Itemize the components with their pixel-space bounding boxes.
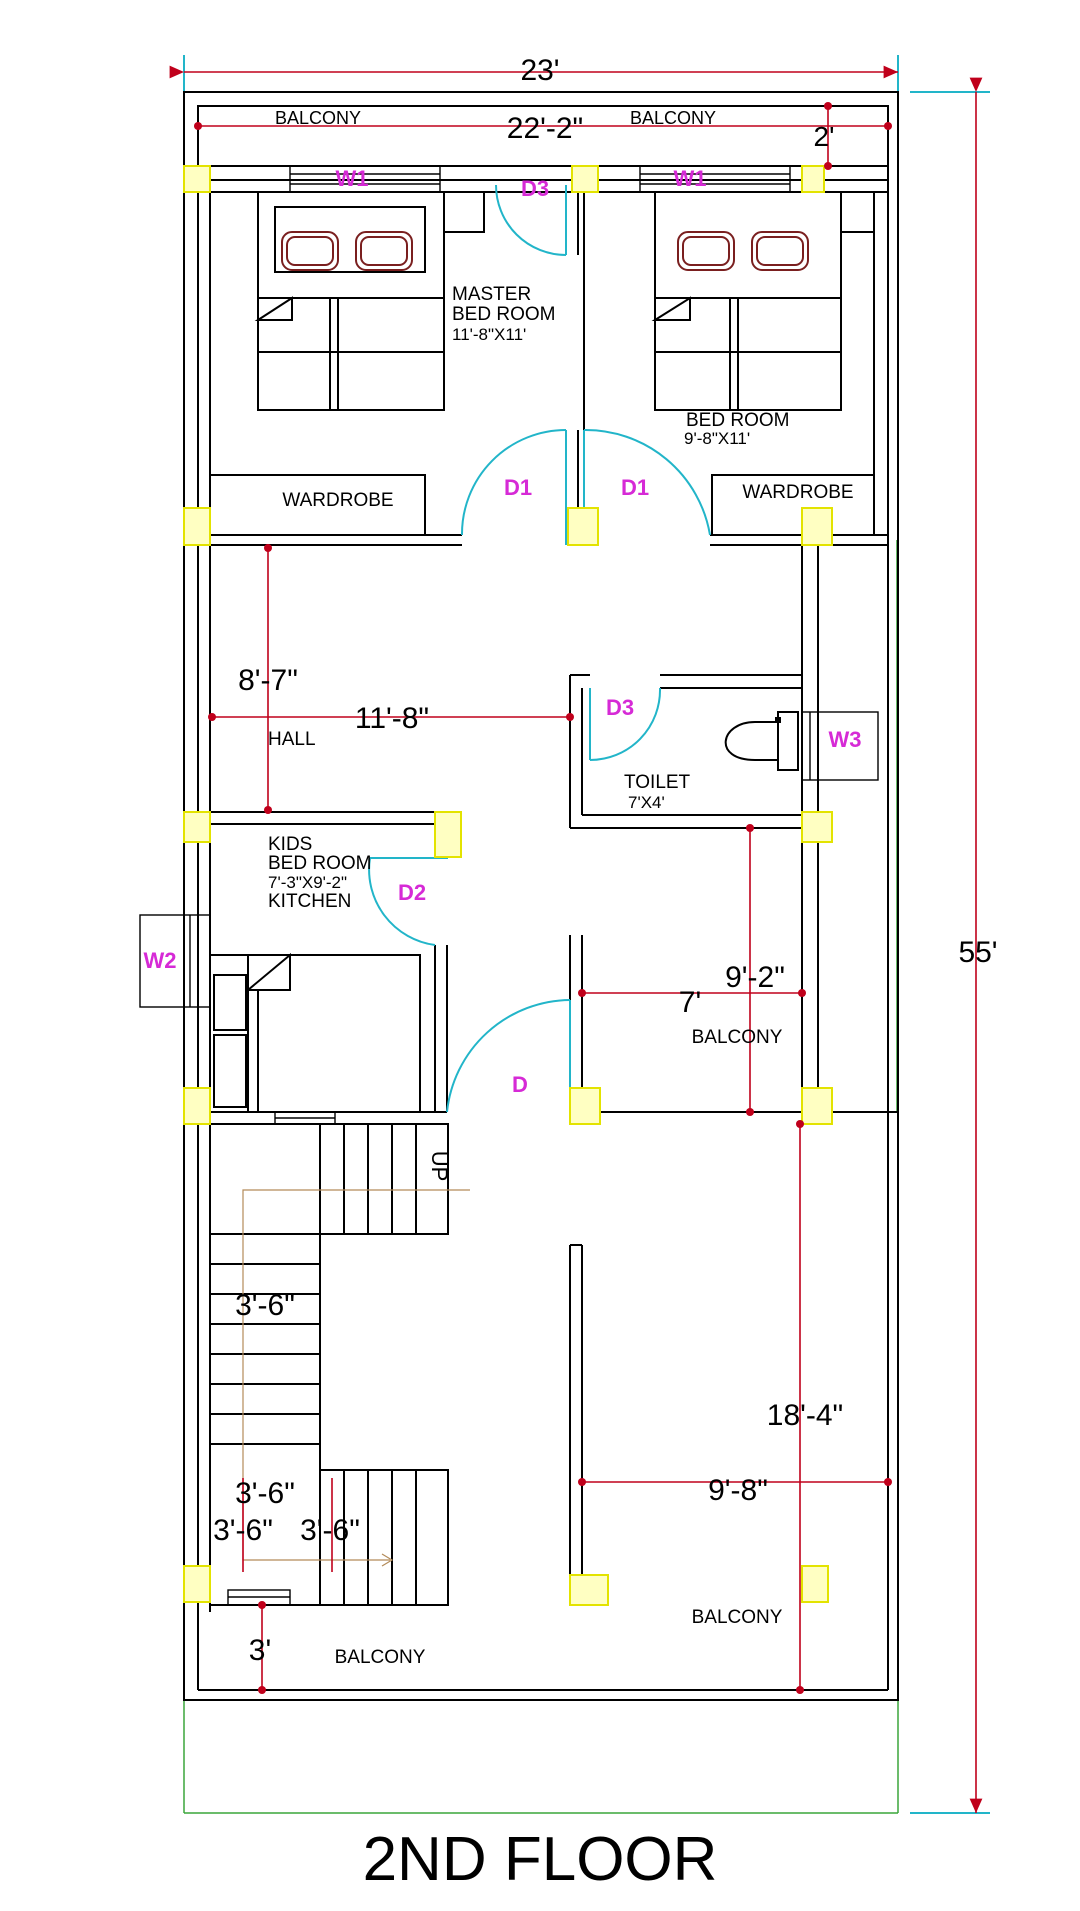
master-bed-furniture	[254, 191, 485, 411]
main-door-label: D	[512, 1072, 528, 1097]
w3-label: W3	[829, 727, 862, 752]
stair-up-label: UP	[427, 1151, 452, 1182]
balcony-top-left-label: BALCONY	[275, 108, 361, 128]
window-w1-right	[639, 165, 791, 193]
w1-left-label: W1	[336, 166, 369, 191]
dim-stair-b: 3'-6"	[235, 1477, 295, 1510]
dim-mid-balcony-width: 7'	[679, 986, 701, 1019]
kids-size: 7'-3"X9'-2"	[268, 873, 347, 892]
dim-right-balcony-height: 18'-4"	[767, 1399, 843, 1432]
dim-balcony-depth: 2'	[814, 121, 835, 152]
dim-hall-height: 8'-7"	[238, 664, 298, 697]
master-bedroom-line2: BED ROOM	[452, 304, 555, 325]
interior-dimensions	[194, 102, 892, 1694]
staircase: UP	[210, 1123, 470, 1606]
hall-label: HALL	[268, 729, 316, 750]
window-stair-bottom	[227, 1589, 291, 1606]
balcony-bottom-left-label: BALCONY	[335, 1647, 426, 1668]
master-bedroom-size: 11'-8"X11'	[452, 325, 526, 344]
wardrobe-right-label: WARDROBE	[742, 482, 853, 503]
dim-stair-c: 3'-6"	[213, 1514, 273, 1547]
kids-bed-furniture	[209, 952, 421, 1113]
door-swings	[368, 184, 711, 1113]
overall-length-label: 55'	[958, 936, 997, 969]
bedroom-label: BED ROOM	[686, 410, 789, 431]
bedroom-size: 9'-8"X11'	[684, 429, 750, 448]
d2-label: D2	[398, 880, 426, 905]
wardrobe-left-label: WARDROBE	[282, 490, 393, 511]
columns	[183, 165, 833, 1606]
window-w3	[801, 711, 879, 781]
d3-toilet-label: D3	[606, 695, 634, 720]
dim-bottom-balcony-depth: 3'	[249, 1634, 271, 1667]
overall-width-dimension: 23'	[169, 54, 899, 92]
floor-title: 2ND FLOOR	[363, 1825, 718, 1894]
dim-top-balcony: 22'-2"	[507, 112, 583, 145]
kids-line1: KIDS	[268, 834, 312, 855]
toilet-fixture	[724, 711, 799, 771]
room-labels: BALCONY BALCONY MASTER BED ROOM 11'-8"X1…	[268, 108, 854, 1668]
kitchen-label: KITCHEN	[268, 891, 351, 912]
dimension-labels: 22'-2" 2' 8'-7" 11'-8" 9'-2" 7' 18'-4" 9…	[213, 112, 843, 1667]
d3-top-label: D3	[521, 176, 549, 201]
window-w2	[139, 914, 211, 1008]
dim-mid-balcony-height: 9'-2"	[725, 961, 785, 994]
opening-labels: W1 W1 D3 D1 D1 D3 W3 D2 W2 D	[144, 166, 862, 1097]
dim-stair-d: 3'-6"	[300, 1514, 360, 1547]
overall-length-dimension: 55'	[910, 77, 998, 1814]
balcony-bottom-right-label: BALCONY	[692, 1607, 783, 1628]
toilet-label: TOILET	[624, 772, 691, 793]
balcony-mid-label: BALCONY	[692, 1027, 783, 1048]
kids-line2: BED ROOM	[268, 853, 371, 874]
second-bed-furniture	[651, 191, 875, 411]
d1-right-label: D1	[621, 475, 649, 500]
w2-label: W2	[144, 948, 177, 973]
overall-width-label: 23'	[520, 54, 559, 87]
dim-right-balcony-width: 9'-8"	[708, 1474, 768, 1507]
dim-stair-a: 3'-6"	[235, 1289, 295, 1322]
d1-left-label: D1	[504, 475, 532, 500]
toilet-size: 7'X4'	[628, 793, 665, 812]
master-bedroom-line1: MASTER	[452, 284, 531, 305]
dim-hall-width: 11'-8"	[355, 702, 429, 735]
w1-right-label: W1	[674, 166, 707, 191]
balcony-top-right-label: BALCONY	[630, 108, 716, 128]
window-kids-bottom	[274, 1111, 336, 1125]
